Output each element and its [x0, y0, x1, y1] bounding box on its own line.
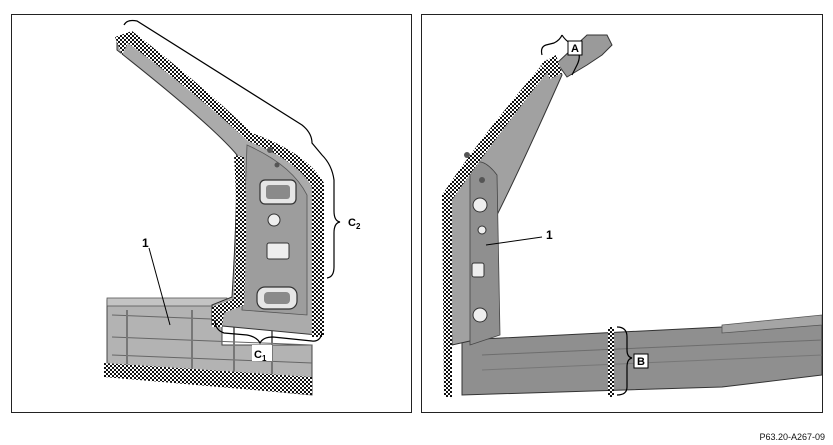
zone-c1-label: C1	[252, 345, 272, 363]
zone-c2-subscript: 2	[356, 222, 361, 231]
part-1-leader-right	[485, 236, 543, 246]
right-illustration-panel: 1 A B	[421, 14, 823, 413]
figure-reference-id: P63.20-A267-09	[759, 432, 825, 442]
zone-a-label: A	[567, 40, 583, 56]
svg-text:C1: C1	[254, 349, 267, 363]
zone-b-text: B	[637, 356, 645, 368]
b-brace	[616, 326, 633, 396]
zone-c1-letter: C	[254, 349, 262, 361]
part-1-leader	[148, 247, 171, 326]
left-illustration: 1 C2 C1	[104, 19, 361, 396]
part-1-label: 1	[142, 236, 149, 250]
c2-brace	[123, 19, 341, 279]
zone-a-text: A	[571, 43, 579, 55]
zone-c2-label: C2	[348, 217, 361, 231]
c1-brace	[214, 319, 323, 345]
right-illustration: 1 A B	[442, 34, 822, 397]
pillar-panel	[115, 31, 324, 337]
zone-b-label: B	[633, 353, 649, 369]
part-1-label-right: 1	[546, 228, 553, 242]
left-illustration-panel: 1 C2 C1	[11, 14, 412, 413]
zone-c1-subscript: 1	[262, 354, 267, 363]
zone-c2-letter: C	[348, 217, 356, 229]
svg-text:C2: C2	[348, 217, 361, 231]
sill-panel	[104, 297, 313, 396]
b-pillar	[442, 34, 613, 397]
